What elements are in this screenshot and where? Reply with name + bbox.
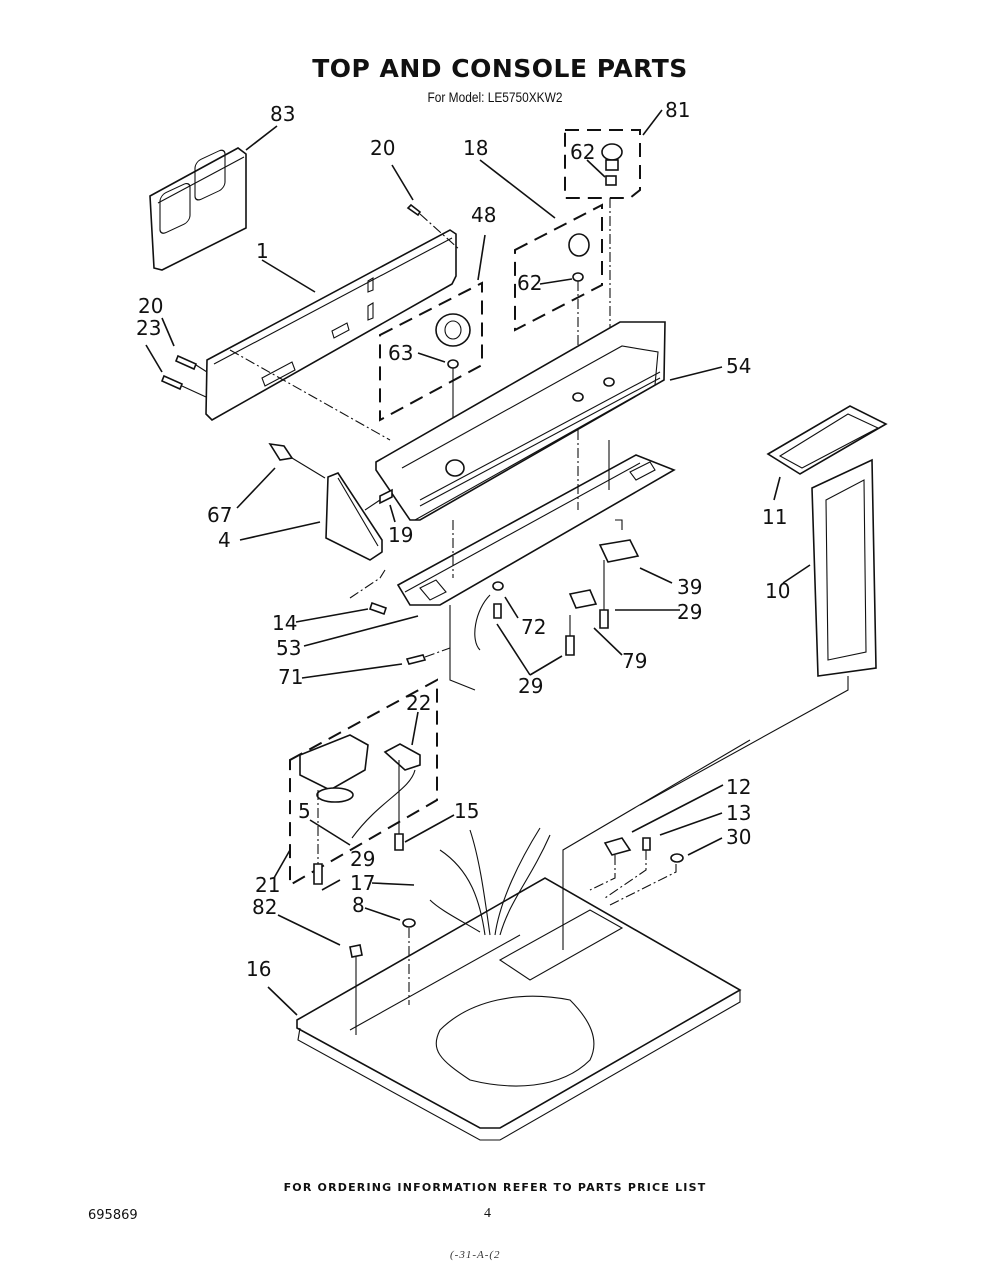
callout-14: 14 — [272, 611, 297, 635]
callout-63: 63 — [388, 341, 413, 365]
callout-62-upper: 62 — [570, 140, 595, 164]
callout-16: 16 — [246, 957, 271, 981]
callout-39: 39 — [677, 575, 702, 599]
part-graphics-panel — [149, 147, 247, 271]
part-console-panel — [205, 229, 457, 421]
callout-10: 10 — [765, 579, 790, 603]
part-timer-knob — [435, 313, 471, 462]
leader-lines — [145, 109, 811, 1016]
callout-17: 17 — [350, 871, 375, 895]
part-top-panel — [296, 877, 742, 1141]
page-title: TOP AND CONSOLE PARTS — [312, 54, 688, 83]
page-number: 4 — [484, 1206, 491, 1221]
ordering-note: FOR ORDERING INFORMATION REFER TO PARTS … — [283, 1181, 707, 1194]
model-subtitle: For Model: LE5750XKW2 — [427, 89, 563, 105]
callout-62-lower: 62 — [517, 271, 542, 295]
callout-23: 23 — [136, 316, 161, 340]
callout-12: 12 — [726, 775, 751, 799]
part-knob — [568, 233, 590, 395]
callout-29-pair: 29 — [518, 674, 543, 698]
callout-54: 54 — [726, 354, 751, 378]
callout-labels: 83 20 18 81 62 48 1 62 20 23 63 54 67 4 … — [136, 98, 790, 981]
part-switch-group — [474, 519, 640, 656]
document-number: 695869 — [88, 1208, 138, 1223]
callout-29-switch: 29 — [677, 600, 702, 624]
callout-82: 82 — [252, 895, 277, 919]
part-lint-screen-cover — [766, 405, 888, 475]
callout-83: 83 — [270, 102, 295, 126]
callout-79: 79 — [622, 649, 647, 673]
part-console-backsplash — [375, 321, 666, 521]
callout-21: 21 — [255, 873, 280, 897]
callout-20: 20 — [370, 136, 395, 160]
timer-assembly-box — [289, 678, 438, 887]
part-console-bracket — [396, 430, 676, 606]
callout-67: 67 — [207, 503, 232, 527]
callout-1: 1 — [256, 239, 269, 263]
part-timer — [299, 734, 421, 885]
callout-15: 15 — [454, 799, 479, 823]
callout-81: 81 — [665, 98, 690, 122]
part-small-knob — [601, 143, 623, 380]
callout-11: 11 — [762, 505, 787, 529]
callout-13: 13 — [726, 801, 751, 825]
guide-line — [229, 349, 391, 441]
callout-5: 5 — [298, 799, 311, 823]
timer-knob-kit-box — [379, 281, 483, 422]
callout-19: 19 — [388, 523, 413, 547]
part-lint-screen — [639, 458, 877, 806]
knob-kit-small-box — [564, 129, 641, 199]
knob-kit-box — [514, 203, 603, 332]
callout-29-timer: 29 — [350, 847, 375, 871]
callout-30: 30 — [726, 825, 751, 849]
callout-72: 72 — [521, 615, 546, 639]
part-end-cap — [268, 442, 393, 561]
callout-71: 71 — [278, 665, 303, 689]
callout-20-left: 20 — [138, 294, 163, 318]
callout-4: 4 — [218, 528, 231, 552]
part-harness — [349, 739, 751, 1035]
callout-48: 48 — [471, 203, 496, 227]
callout-18: 18 — [463, 136, 488, 160]
print-stamp: (-31-A-(2 — [450, 1249, 501, 1261]
part-small-screws — [349, 569, 476, 691]
callout-53: 53 — [276, 636, 301, 660]
part-screws-left — [160, 203, 461, 398]
callout-8: 8 — [352, 893, 365, 917]
callout-22: 22 — [406, 691, 431, 715]
